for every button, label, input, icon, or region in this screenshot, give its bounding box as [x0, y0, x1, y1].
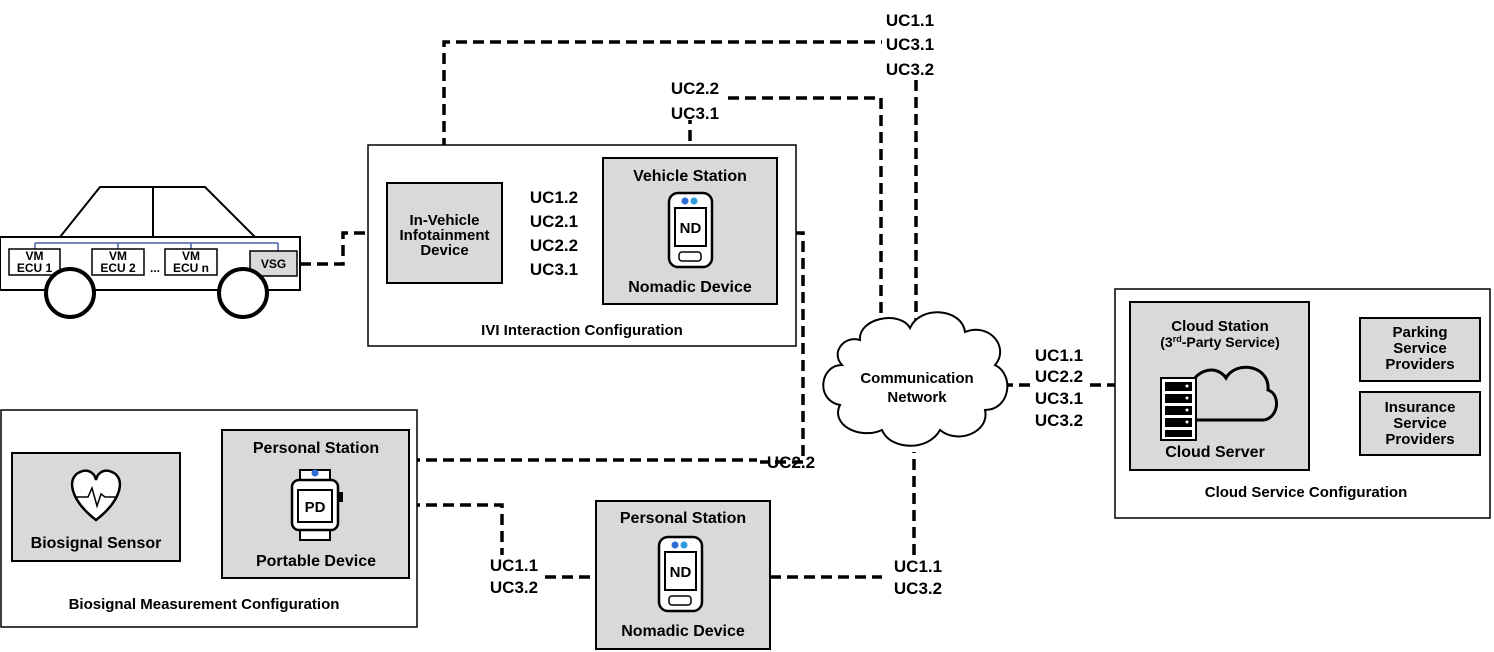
personal-station-pd-screen: PD [305, 499, 326, 516]
uc-nd-network-1: UC1.1 [894, 557, 942, 576]
uc-ivi-vs-3: UC2.2 [530, 236, 578, 255]
insurance-line3: Providers [1385, 431, 1454, 448]
smartwatch-icon [290, 469, 343, 541]
uc-top-3: UC3.2 [886, 60, 934, 79]
vs-network-line [728, 96, 883, 322]
uc-cloud-2: UC2.2 [1035, 367, 1083, 386]
parking-line1: Parking [1392, 324, 1447, 341]
cloud-station-subtitle: (3rd-Party Service) [1160, 334, 1280, 350]
vsg-ivi-line [300, 231, 387, 266]
ecu-n-box [164, 248, 218, 276]
ivi-config-label: IVI Interaction Configuration [481, 322, 683, 339]
ivi-configuration: In-Vehicle Infotainment Device Vehicle S… [367, 144, 797, 347]
ivi-top-line [442, 40, 882, 183]
car-wheel-front [44, 267, 96, 319]
car: VM ECU 1 VM ECU 2 ... VM ECU n VSG [0, 186, 301, 319]
ecu-2-line2: ECU 2 [100, 261, 136, 275]
uc-top-1: UC1.1 [886, 11, 934, 30]
biosignal-config-label: Biosignal Measurement Configuration [69, 596, 340, 613]
cloud-server-label: Cloud Server [1165, 444, 1265, 461]
cloud-server-icon [1160, 365, 1278, 441]
uc-top-2: UC3.1 [886, 35, 934, 54]
parking-line3: Providers [1385, 356, 1454, 373]
ecu-ellipsis: ... [150, 261, 160, 275]
personal-station-pd-title: Personal Station [253, 440, 379, 457]
uc-cloud-4: UC3.2 [1035, 411, 1083, 430]
ivi-device-line3: Device [420, 242, 468, 259]
car-roof [59, 186, 256, 238]
ecu-1-box [8, 248, 61, 276]
uc-cloud-1: UC1.1 [1035, 346, 1083, 365]
ivi-device-line2: Infotainment [400, 227, 490, 244]
ecu-n-line1: VM [182, 249, 200, 263]
nomadic-device-icon [667, 191, 714, 269]
ecu-2-line1: VM [109, 249, 127, 263]
parking-box [1359, 317, 1481, 382]
ecu-1-line1: VM [26, 249, 44, 263]
ecu-n-line2: ECU n [173, 261, 209, 275]
cloud-config-label: Cloud Service Configuration [1205, 484, 1408, 501]
ivi-device-line1: In-Vehicle [409, 212, 479, 229]
uc-nd-network-2: UC3.2 [894, 579, 942, 598]
vsg-label: VSG [261, 257, 286, 271]
heart-icon [70, 469, 122, 522]
car-wheel-rear [217, 267, 269, 319]
cloud-station-box [1129, 301, 1310, 471]
vsg-box [249, 250, 298, 277]
nomadic-device-icon-2 [657, 535, 704, 613]
vehicle-station-device-label: Nomadic Device [628, 279, 752, 296]
vehicle-station-screen: ND [680, 220, 702, 237]
parking-line2: Service [1393, 340, 1446, 357]
insurance-line1: Insurance [1385, 399, 1456, 416]
cloud-station-title: Cloud Station [1171, 318, 1269, 335]
pulse-icon [76, 485, 116, 509]
uc-vs-top-2: UC3.1 [671, 104, 719, 123]
ivi-device-box [386, 182, 503, 284]
network-cloud-shape [822, 311, 1009, 447]
uc-pd-nd-2: UC3.2 [490, 578, 538, 597]
personal-station-pd-device-label: Portable Device [256, 553, 376, 570]
use-case-labels: UC1.1 UC3.1 UC3.2 UC2.2 UC3.1 UC1.2 UC2.… [490, 11, 1083, 598]
personal-station-nd: Personal Station ND Nomadic Device [595, 500, 771, 650]
vs-biosignal-line [760, 231, 805, 464]
uc-ivi-vs-2: UC2.1 [530, 212, 578, 231]
network-line1: Communication [860, 370, 973, 387]
insurance-box [1359, 391, 1481, 456]
vehicle-station-title: Vehicle Station [633, 168, 747, 185]
biosignal-configuration: Biosignal Sensor Personal Station PD Por… [0, 409, 418, 628]
uc-cloud-3: UC3.1 [1035, 389, 1083, 408]
personal-station-nd-device-label: Nomadic Device [621, 623, 745, 640]
personal-station-nd-title: Personal Station [620, 510, 746, 527]
uc-biosignal: UC2.2 [767, 453, 815, 472]
uc-pd-nd-1: UC1.1 [490, 556, 538, 575]
ecu-2-box [91, 248, 145, 276]
cloud-configuration: Cloud Station (3rd-Party Service) Cloud … [1114, 288, 1491, 519]
communication-network: Communication Network [822, 311, 1009, 447]
personal-station-nd-screen: ND [670, 564, 692, 581]
biosignal-sensor-label: Biosignal Sensor [31, 535, 162, 552]
insurance-line2: Service [1393, 415, 1446, 432]
uc-ivi-vs-4: UC3.1 [530, 260, 578, 279]
network-line2: Network [887, 389, 947, 406]
uc-vs-top-1: UC2.2 [671, 79, 719, 98]
ecu-1-line2: ECU 1 [17, 261, 53, 275]
uc-ivi-vs-1: UC1.2 [530, 188, 578, 207]
pd-down-line [409, 503, 504, 555]
